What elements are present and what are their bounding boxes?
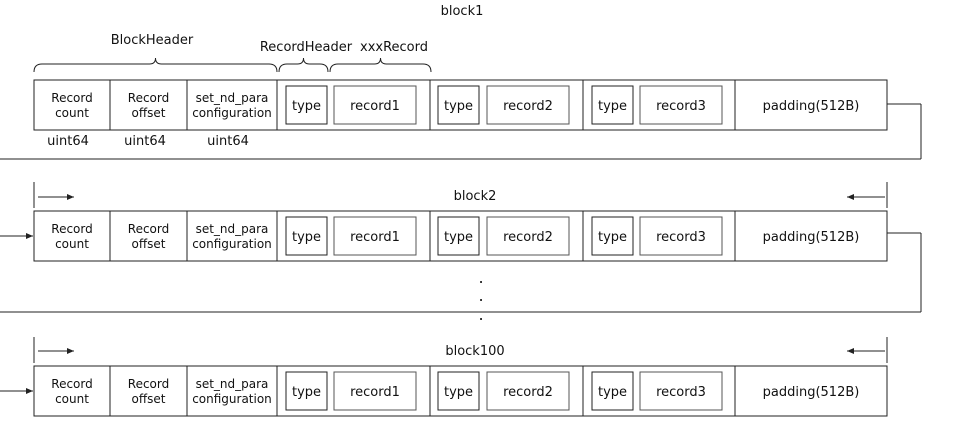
record-offset-label-line1: Record xyxy=(128,91,169,105)
record-header-label: RecordHeader xyxy=(260,40,353,55)
record-box xyxy=(333,85,417,125)
record-box xyxy=(639,371,723,411)
record-box xyxy=(333,371,417,411)
record-label: record1 xyxy=(350,99,400,114)
record-count-label-line2: count xyxy=(55,237,89,251)
type-box xyxy=(285,216,328,256)
record-label: record3 xyxy=(656,385,706,400)
field-type-label: uint64 xyxy=(47,134,89,149)
record-label: record2 xyxy=(503,99,553,114)
ellipsis-dot: . xyxy=(478,305,483,324)
record-box xyxy=(486,371,570,411)
type-label: type xyxy=(292,385,321,400)
block-header-label: BlockHeader xyxy=(111,33,194,48)
type-label: type xyxy=(598,230,627,245)
type-label: type xyxy=(598,99,627,114)
record-label: record3 xyxy=(656,99,706,114)
type-box xyxy=(591,216,634,256)
type-label: type xyxy=(292,99,321,114)
ellipsis-dot: . xyxy=(478,286,483,305)
field-type-label: uint64 xyxy=(124,134,166,149)
type-label: type xyxy=(444,230,473,245)
type-label: type xyxy=(598,385,627,400)
record-count-label-line2: count xyxy=(55,392,89,406)
configuration-label-line1: set_nd_para xyxy=(196,222,269,236)
field-type-label: uint64 xyxy=(207,134,249,149)
record-box xyxy=(639,85,723,125)
record-count-label-line1: Record xyxy=(51,377,92,391)
ellipsis-dot: . xyxy=(478,268,483,287)
record-label: record3 xyxy=(656,230,706,245)
type-box xyxy=(591,85,634,125)
block-title-2: block2 xyxy=(454,189,497,204)
record-count-label-line1: Record xyxy=(51,222,92,236)
configuration-label-line1: set_nd_para xyxy=(196,91,269,105)
record-offset-label-line1: Record xyxy=(128,222,169,236)
record-offset-label-line2: offset xyxy=(132,237,166,251)
record-offset-label-line2: offset xyxy=(132,106,166,120)
type-box xyxy=(285,85,328,125)
type-box xyxy=(591,371,634,411)
block-frame-1 xyxy=(33,79,888,131)
record-offset-label-line1: Record xyxy=(128,377,169,391)
record-box xyxy=(486,85,570,125)
xxx-record-brace xyxy=(329,57,432,73)
block-title-3: block100 xyxy=(445,344,504,359)
padding-label: padding(512B) xyxy=(763,230,860,245)
record-box xyxy=(333,216,417,256)
record-label: record1 xyxy=(350,230,400,245)
record-label: record2 xyxy=(503,385,553,400)
type-box xyxy=(437,216,480,256)
xxx-record-label: xxxRecord xyxy=(360,40,428,55)
block-title-1: block1 xyxy=(441,4,484,19)
padding-label: padding(512B) xyxy=(763,385,860,400)
record-count-label-line1: Record xyxy=(51,91,92,105)
record-box xyxy=(639,216,723,256)
type-box xyxy=(437,371,480,411)
configuration-label-line2: configuration xyxy=(192,392,272,406)
type-box xyxy=(285,371,328,411)
configuration-label-line2: configuration xyxy=(192,106,272,120)
block-frame-3 xyxy=(33,365,888,417)
record-count-label-line2: count xyxy=(55,106,89,120)
record-header-brace xyxy=(278,57,329,73)
type-label: type xyxy=(444,385,473,400)
type-box xyxy=(437,85,480,125)
record-box xyxy=(486,216,570,256)
record-offset-label-line2: offset xyxy=(132,392,166,406)
type-label: type xyxy=(292,230,321,245)
type-label: type xyxy=(444,99,473,114)
configuration-label-line2: configuration xyxy=(192,237,272,251)
record-label: record1 xyxy=(350,385,400,400)
block-frame-2 xyxy=(33,210,888,262)
block-header-brace xyxy=(33,57,278,73)
padding-label: padding(512B) xyxy=(763,99,860,114)
configuration-label-line1: set_nd_para xyxy=(196,377,269,391)
record-label: record2 xyxy=(503,230,553,245)
